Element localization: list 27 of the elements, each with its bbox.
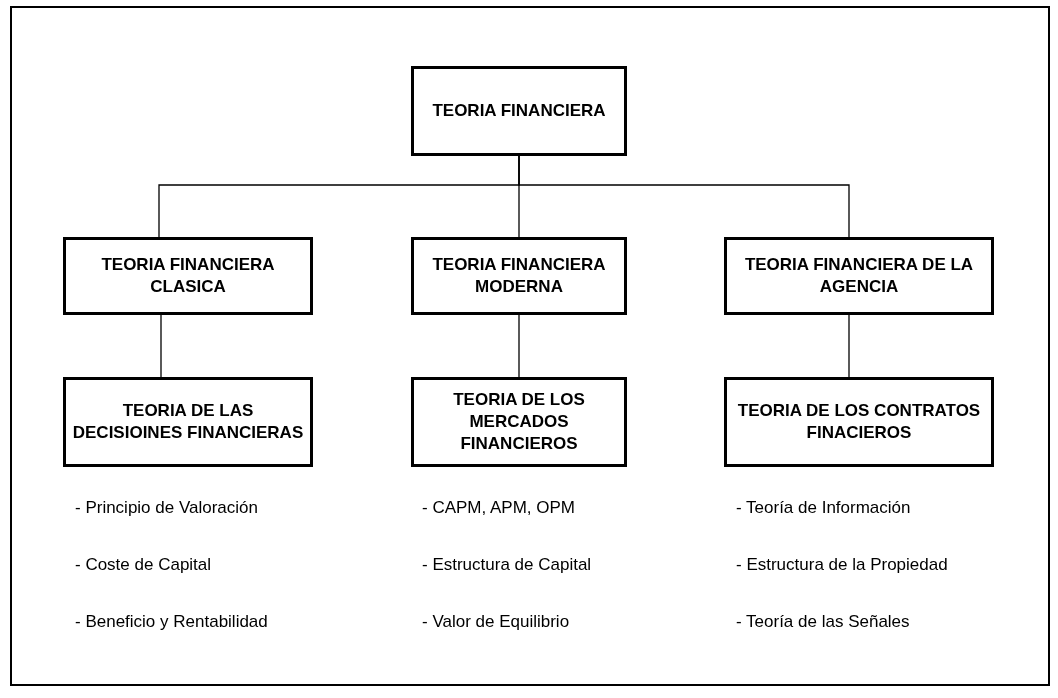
connector-line <box>160 314 162 378</box>
box-title: TEORIA FINANCIERA MODERNA <box>431 254 607 298</box>
concept-box <box>411 66 627 156</box>
list-item: - Estructura de la Propiedad <box>736 554 948 576</box>
box-title: TEORIA DE LOS MERCADOS FINANCIEROS <box>452 389 586 455</box>
list-item: - Teoría de Información <box>736 497 911 519</box>
connector-line <box>848 314 850 378</box>
concept-box <box>411 237 627 315</box>
connector-line <box>518 314 520 378</box>
list-item: - Principio de Valoración <box>75 497 258 519</box>
box-title: TEORIA DE LOS CONTRATOS FINACIEROS <box>736 400 982 444</box>
list-item: - Estructura de Capital <box>422 554 592 576</box>
list-item: - Teoría de las Señales <box>736 611 910 633</box>
concept-box <box>411 377 627 467</box>
list-item: - Beneficio y Rentabilidad <box>75 611 268 633</box>
concept-box <box>724 237 994 315</box>
connector-line <box>518 155 850 238</box>
list-item: - Coste de Capital <box>75 554 212 576</box>
box-title: TEORIA FINANCIERA <box>432 100 606 122</box>
list-item: - CAPM, APM, OPM <box>422 497 576 519</box>
box-title: TEORIA DE LAS DECISIOINES FINANCIERAS <box>71 400 305 444</box>
concept-box <box>63 377 313 467</box>
box-title: TEORIA FINANCIERA DE LA AGENCIA <box>743 254 975 298</box>
concept-box <box>724 377 994 467</box>
list-item: - Valor de Equilibrio <box>422 611 570 633</box>
box-title: TEORIA FINANCIERA CLASICA <box>100 254 276 298</box>
concept-box <box>63 237 313 315</box>
